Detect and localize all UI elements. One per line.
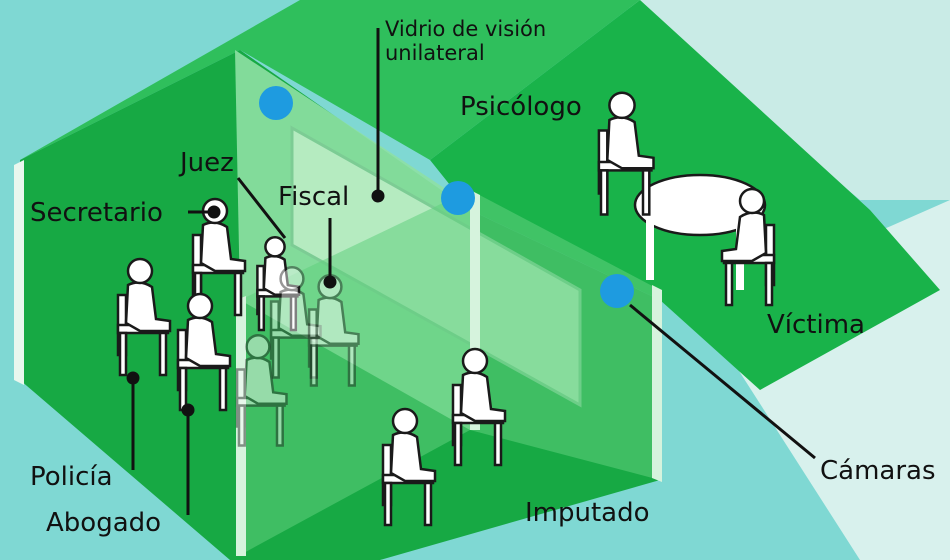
people-group (116, 91, 776, 527)
label-abogado: Abogado (46, 508, 162, 538)
leader-juez (236, 177, 287, 239)
leader-dot (126, 371, 140, 385)
person-seated-icon (256, 235, 301, 332)
leader-dot (207, 205, 221, 219)
label-psicologo: Psicólogo (460, 92, 582, 122)
label-imputado: Imputado (525, 498, 650, 528)
label-juez: Juez (180, 148, 234, 178)
person-seated-icon (269, 266, 322, 379)
camera-icon (600, 274, 634, 308)
middle-partition (240, 190, 660, 555)
person-seated-icon (381, 407, 437, 527)
person-seated-icon (235, 334, 288, 447)
label-victima: Víctima (767, 310, 865, 340)
person-seated-icon (720, 187, 776, 307)
leader-camaras (629, 303, 816, 460)
label-secretario: Secretario (30, 198, 163, 228)
leader-dot (323, 275, 337, 289)
person-seated-icon (597, 91, 655, 216)
leader-dot (181, 403, 195, 417)
label-lines (126, 28, 816, 515)
camera-icon (259, 86, 293, 120)
label-policia: Policía (30, 462, 113, 492)
left-wall-edge (14, 160, 24, 385)
leader-dot (371, 189, 385, 203)
label-fiscal: Fiscal (278, 182, 350, 212)
table-top (633, 173, 767, 237)
camera-icon (441, 181, 475, 215)
partition-right-edge (652, 285, 662, 482)
label-camaras: Cámaras (820, 456, 936, 486)
upper-right-wall (620, 0, 950, 200)
partition-left-edge (236, 296, 246, 556)
label-vidrio: Vidrio de visión unilateral (385, 17, 547, 65)
person-seated-icon (176, 292, 232, 412)
main-room-back-wall (20, 0, 640, 160)
person-seated-icon (116, 257, 172, 377)
person-seated-icon (451, 347, 507, 467)
